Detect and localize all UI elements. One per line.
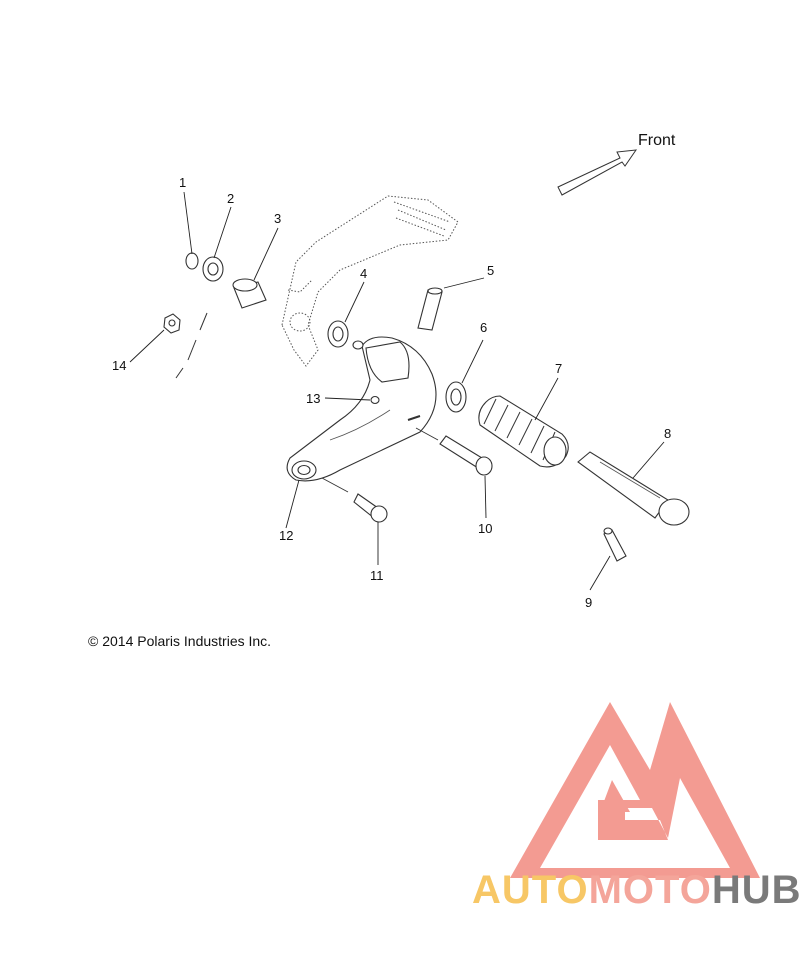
callout-7: 7 [555,361,562,376]
part-bushing-3 [232,278,267,309]
callout-4: 4 [360,266,367,281]
part-pin-5 [417,287,443,331]
front-arrow [557,149,638,196]
callout-6: 6 [480,320,487,335]
callout-9: 9 [585,595,592,610]
part-bolt-10 [439,435,493,476]
part-small-pin-9 [603,527,627,562]
part-small-pin-13 [370,395,380,405]
callout-11: 11 [370,568,384,583]
part-rubber-grip [478,395,569,468]
part-washer-2 [202,256,224,282]
copyright-text: © 2014 Polaris Industries Inc. [88,633,272,649]
part-washer-6 [445,381,467,413]
watermark-wordmark: AUTOMOTOHUB [472,868,800,913]
front-label: Front [638,132,676,149]
part-nut-14 [163,313,181,334]
wordmark-auto: AUTO [472,868,589,912]
part-footrest-bracket [286,336,437,482]
brake-pedal-phantom [281,195,459,367]
part-foot-peg-pin [577,451,690,526]
callout-10: 10 [478,521,492,536]
part-bolt-11 [353,493,388,523]
wordmark-moto: MOTO [588,868,712,912]
callout-3: 3 [274,211,281,226]
callout-2: 2 [227,191,234,206]
leader-lines [129,191,665,591]
callout-13: 13 [306,391,320,406]
part-clip-1 [185,252,199,270]
callout-12: 12 [279,528,293,543]
callout-5: 5 [487,263,494,278]
callout-1: 1 [179,175,186,190]
part-washer-4 [327,320,349,348]
callout-8: 8 [664,426,671,441]
wordmark-hub: HUB [711,868,800,912]
callout-14: 14 [112,358,126,373]
watermark-logo [510,702,760,878]
centerline [175,312,439,493]
